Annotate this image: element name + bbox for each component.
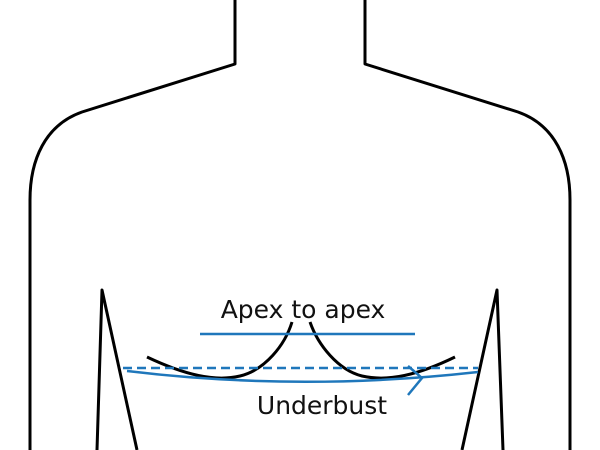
apex-label: Apex to apex — [221, 295, 386, 324]
underbust-tape-line — [126, 369, 479, 383]
torso-outline-left — [28, 0, 237, 450]
arm-right — [460, 288, 505, 450]
breast-right — [308, 321, 456, 380]
arrow-head-icon — [407, 365, 424, 396]
breast-left — [146, 321, 294, 380]
arm-left — [95, 288, 139, 450]
torso-outline-right — [363, 0, 572, 450]
underbust-label: Underbust — [257, 391, 387, 420]
